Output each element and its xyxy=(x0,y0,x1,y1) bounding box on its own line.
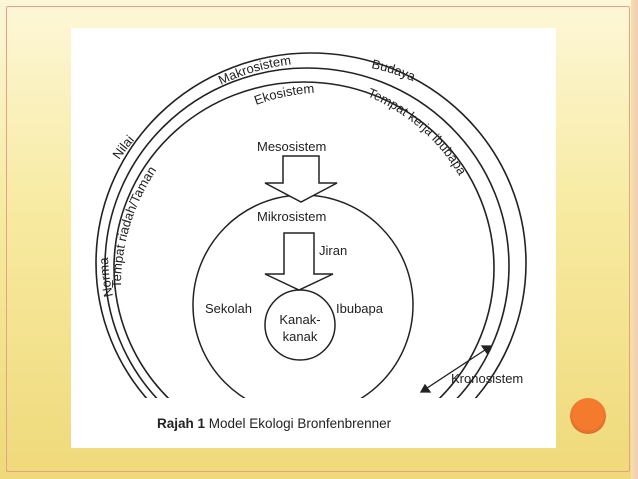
mesosistem-arrow xyxy=(264,155,338,203)
slide-frame xyxy=(6,6,630,472)
label-ekosistem: Ekosistem xyxy=(252,81,315,108)
kronosistem-arrow xyxy=(419,345,493,393)
mikrosistem-arrow xyxy=(264,232,334,291)
label-norma: Norma xyxy=(96,256,116,298)
label-mikrosistem: Mikrosistem xyxy=(257,209,326,224)
label-kronosistem: Kronosistem xyxy=(451,371,523,386)
caption-number: Rajah 1 xyxy=(157,416,206,431)
outer-circle xyxy=(95,52,527,448)
ecology-model-diagram: Makrosistem Budaya Ekosistem Tempat kerj… xyxy=(71,28,556,448)
middle-circle xyxy=(104,67,510,448)
label-jiran: Jiran xyxy=(319,243,347,258)
label-kanak-line1: Kanak- xyxy=(279,312,320,327)
figure-caption: Rajah 1 Model Ekologi Bronfenbrenner xyxy=(157,416,391,431)
inner-ring-circle xyxy=(113,81,495,448)
label-tempat-riadah: Tempat riadah/Taman xyxy=(109,163,159,288)
diagram-figure: Makrosistem Budaya Ekosistem Tempat kerj… xyxy=(71,28,556,448)
label-mesosistem: Mesosistem xyxy=(257,139,326,154)
label-nilai: Nilai xyxy=(109,132,137,162)
label-kanak-line2: kanak xyxy=(283,329,318,344)
orange-circle-decoration xyxy=(570,398,606,434)
label-ibubapa: Ibubapa xyxy=(336,301,384,316)
label-sekolah: Sekolah xyxy=(205,301,252,316)
caption-text: Model Ekologi Bronfenbrenner xyxy=(205,416,392,431)
slide-right-edge xyxy=(631,0,638,479)
